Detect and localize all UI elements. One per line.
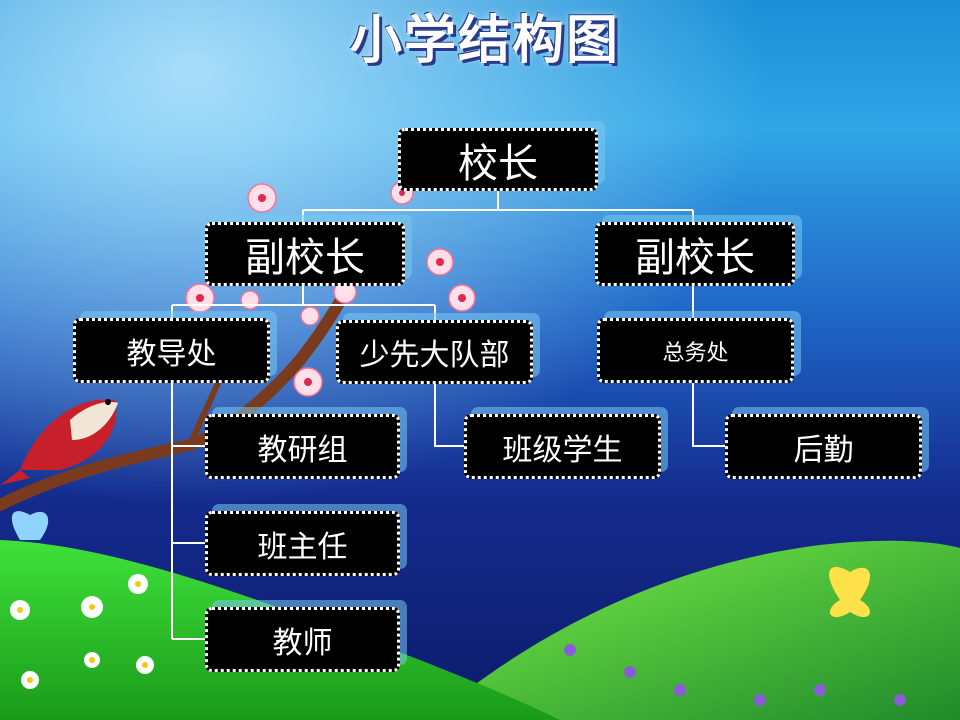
chart-title: 小学结构图 <box>349 10 620 71</box>
node-principal-label: 校长 <box>458 140 538 187</box>
hill-right <box>430 540 960 720</box>
red-bird <box>0 399 118 485</box>
node-homeroom-teacher-label: 班主任 <box>257 529 348 565</box>
node-vice-principal-left-label: 副校长 <box>245 235 365 281</box>
node-logistics: 后勤 <box>725 414 922 479</box>
connector-to-students <box>434 384 464 447</box>
blossom-centers <box>196 190 466 386</box>
purple-flowers <box>564 644 906 706</box>
node-class-students: 班级学生 <box>464 414 661 479</box>
node-general-affairs-label: 总务处 <box>662 340 729 366</box>
node-vice-principal-left: 副校长 <box>205 222 405 286</box>
node-teaching-research-label: 教研组 <box>257 432 348 468</box>
node-vice-principal-right: 副校长 <box>595 222 795 286</box>
node-principal: 校长 <box>398 128 598 191</box>
node-general-affairs: 总务处 <box>597 318 794 383</box>
node-young-pioneers-label: 少先大队部 <box>359 338 510 373</box>
connector-to-logistics <box>692 383 725 447</box>
daisy-centers <box>17 581 148 683</box>
node-class-students-label: 班级学生 <box>502 432 623 468</box>
node-teachers: 教师 <box>205 607 400 672</box>
node-teachers-label: 教师 <box>272 625 333 661</box>
node-academic-affairs-label: 教导处 <box>126 336 217 372</box>
node-vice-principal-right-label: 副校长 <box>635 235 755 281</box>
blue-butterfly <box>11 511 49 540</box>
node-logistics-label: 后勤 <box>793 432 854 468</box>
yellow-butterfly <box>829 567 871 618</box>
node-teaching-research: 教研组 <box>205 414 400 479</box>
node-homeroom-teacher: 班主任 <box>205 511 400 576</box>
node-young-pioneers: 少先大队部 <box>336 320 533 384</box>
node-academic-affairs: 教导处 <box>73 318 270 383</box>
